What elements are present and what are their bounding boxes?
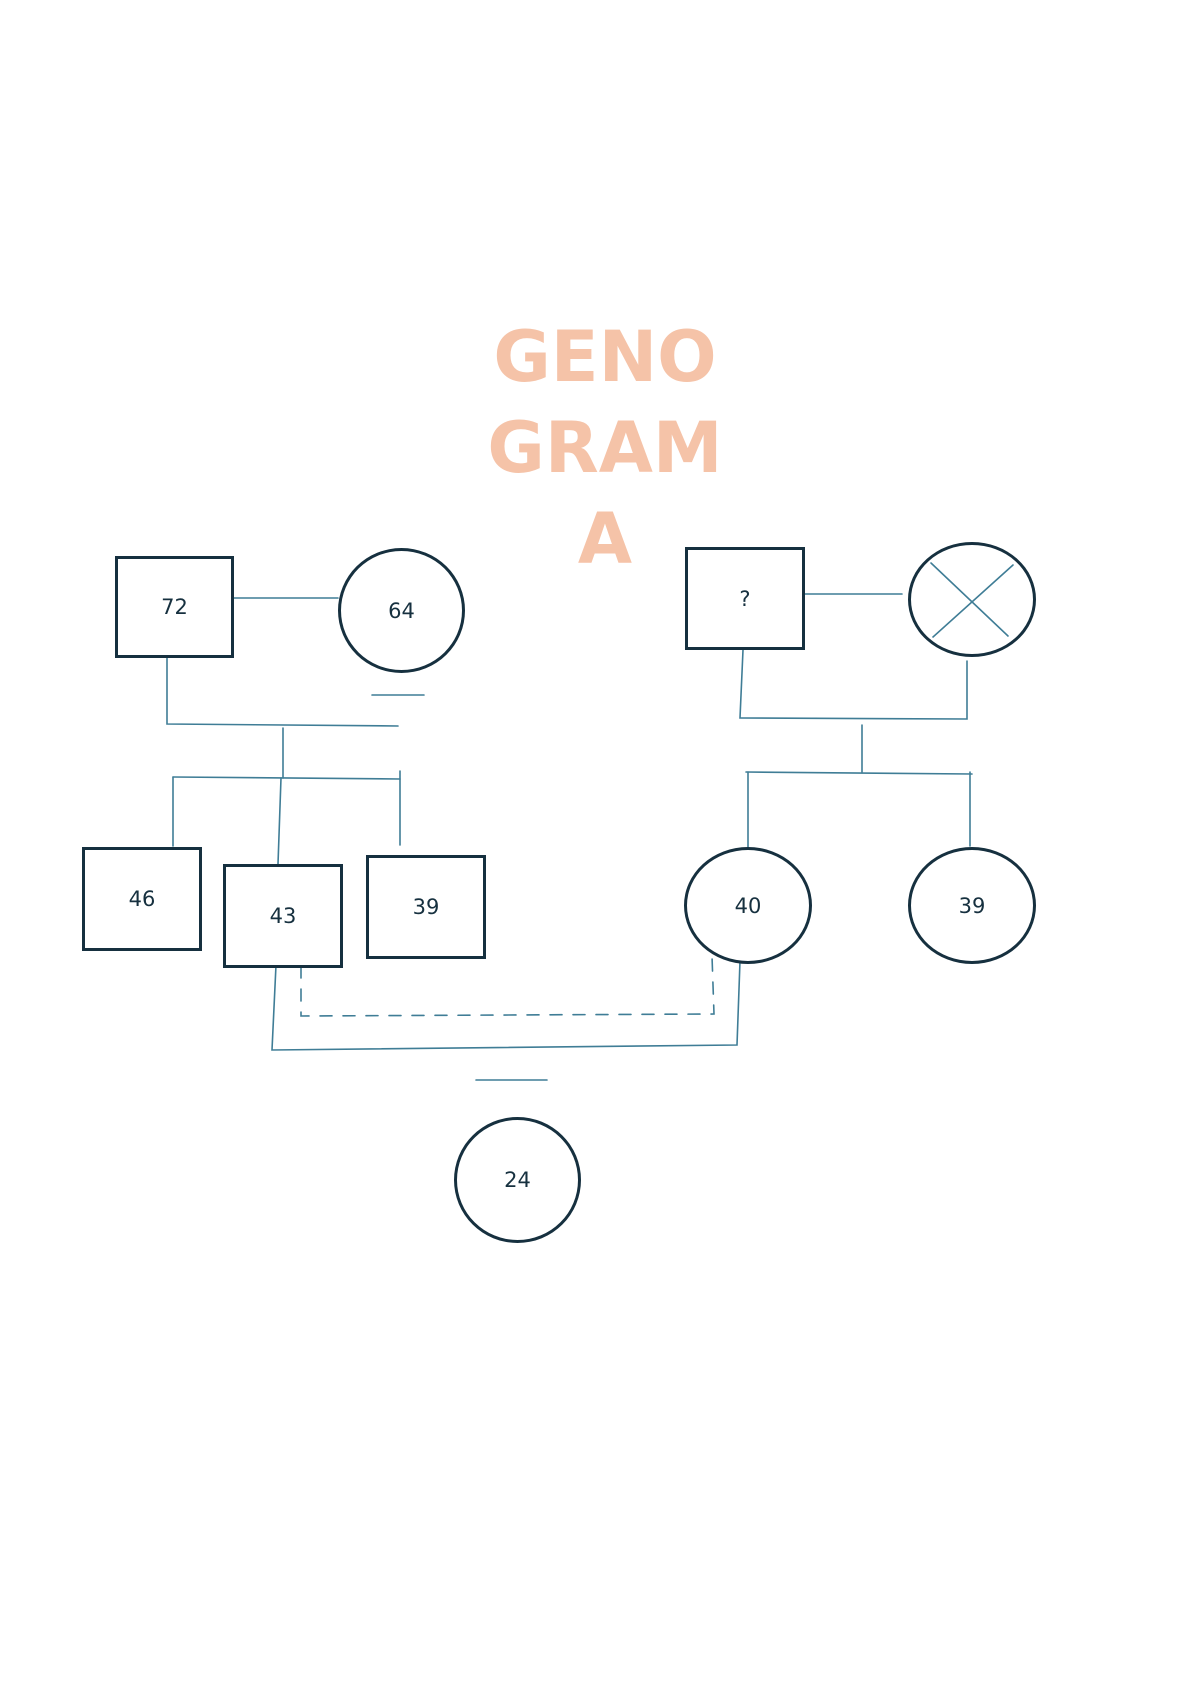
person-circle-40: 40 — [684, 847, 812, 964]
person-circle-24: 24 — [454, 1117, 581, 1243]
age-label: 39 — [412, 895, 440, 919]
sibship-drop-paternal — [166, 654, 399, 727]
person-circle-39: 39 — [908, 847, 1036, 964]
age-label: 43 — [269, 904, 297, 928]
age-label: 72 — [161, 595, 188, 619]
age-label: 39 — [958, 893, 986, 918]
sibship-bar-paternal — [172, 776, 401, 780]
union-dashed-line — [300, 955, 715, 1017]
sibship-bar-maternal — [745, 771, 973, 775]
age-label: 46 — [128, 887, 156, 911]
person-square-46: 46 — [82, 847, 202, 951]
person-square-39: 39 — [366, 855, 486, 959]
person-square-72: 72 — [115, 556, 234, 658]
age-label: ? — [739, 586, 751, 611]
age-label: 40 — [734, 893, 762, 918]
diagram-title: GENO GRAM A — [487, 316, 723, 580]
marriage-lower-maternal — [739, 649, 968, 720]
person-circle-64: 64 — [338, 548, 465, 673]
child-line-43 — [277, 777, 282, 865]
person-square-unknown: ? — [685, 547, 805, 650]
age-label: 24 — [504, 1168, 531, 1192]
person-circle-deceased — [908, 542, 1036, 657]
union-line-parents — [271, 960, 741, 1051]
person-square-43: 43 — [223, 864, 343, 968]
age-label: 64 — [388, 598, 415, 623]
